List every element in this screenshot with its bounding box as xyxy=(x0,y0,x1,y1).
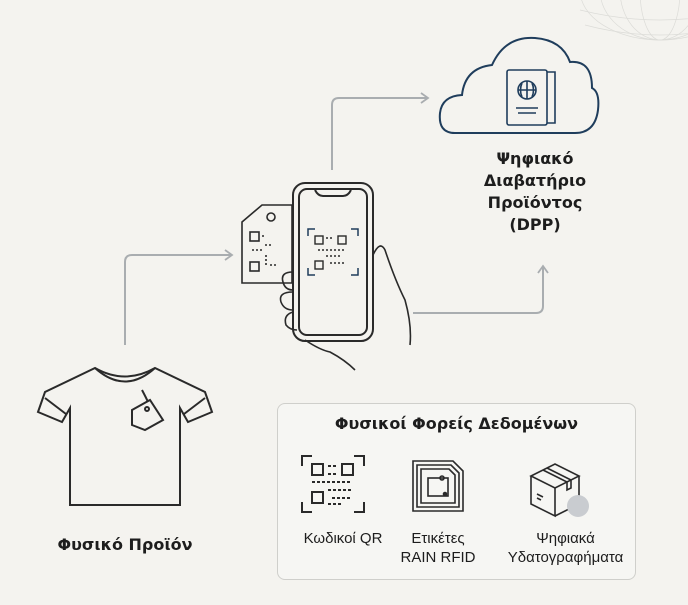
dpp-title-line: (DPP) xyxy=(509,215,561,234)
carrier-label-line: Ψηφιακά xyxy=(536,530,595,547)
data-carriers-panel: Φυσικοί Φορείς Δεδομένων Κωδικοί QR Ετικ… xyxy=(277,403,636,580)
t-shirt-icon xyxy=(36,366,214,506)
physical-product-label: Φυσικό Προϊόν xyxy=(57,535,193,554)
arrow-scan-to-cloud xyxy=(331,92,430,170)
carrier-label-watermarks: Ψηφιακά Υδατογραφήματα xyxy=(498,529,633,567)
carrier-label-line: RAIN RFID xyxy=(400,549,476,566)
carrier-label-line: Ετικέτες xyxy=(411,530,465,547)
carrier-label-rfid: Ετικέτες RAIN RFID xyxy=(383,529,493,567)
carrier-label-qr: Κωδικοί QR xyxy=(278,529,408,548)
dpp-title-line: Ψηφιακό xyxy=(496,149,574,168)
rfid-tag-icon xyxy=(412,460,464,512)
passport-icon xyxy=(506,69,556,126)
data-carriers-title: Φυσικοί Φορείς Δεδομένων xyxy=(334,414,579,433)
cloud-icon xyxy=(438,36,600,134)
dpp-title: Ψηφιακό Διαβατήριο Προϊόντος (DPP) xyxy=(460,148,610,236)
arrow-product-to-scan xyxy=(124,249,234,345)
carrier-label-line: Υδατογραφήματα xyxy=(507,549,624,566)
smartphone-icon xyxy=(292,182,374,342)
hang-tag-qr-icon xyxy=(241,204,293,284)
dpp-title-line: Προϊόντος xyxy=(487,193,583,212)
dpp-title-line: Διαβατήριο xyxy=(483,171,587,190)
qr-code-icon xyxy=(301,455,365,513)
arrow-phone-to-dpp xyxy=(413,264,549,314)
carrier-label-line: Κωδικοί QR xyxy=(303,530,383,547)
decorative-globe-pattern xyxy=(579,0,688,41)
package-fingerprint-icon xyxy=(529,463,589,518)
fingerprint-icon xyxy=(567,495,589,517)
hand-icon xyxy=(279,245,412,371)
